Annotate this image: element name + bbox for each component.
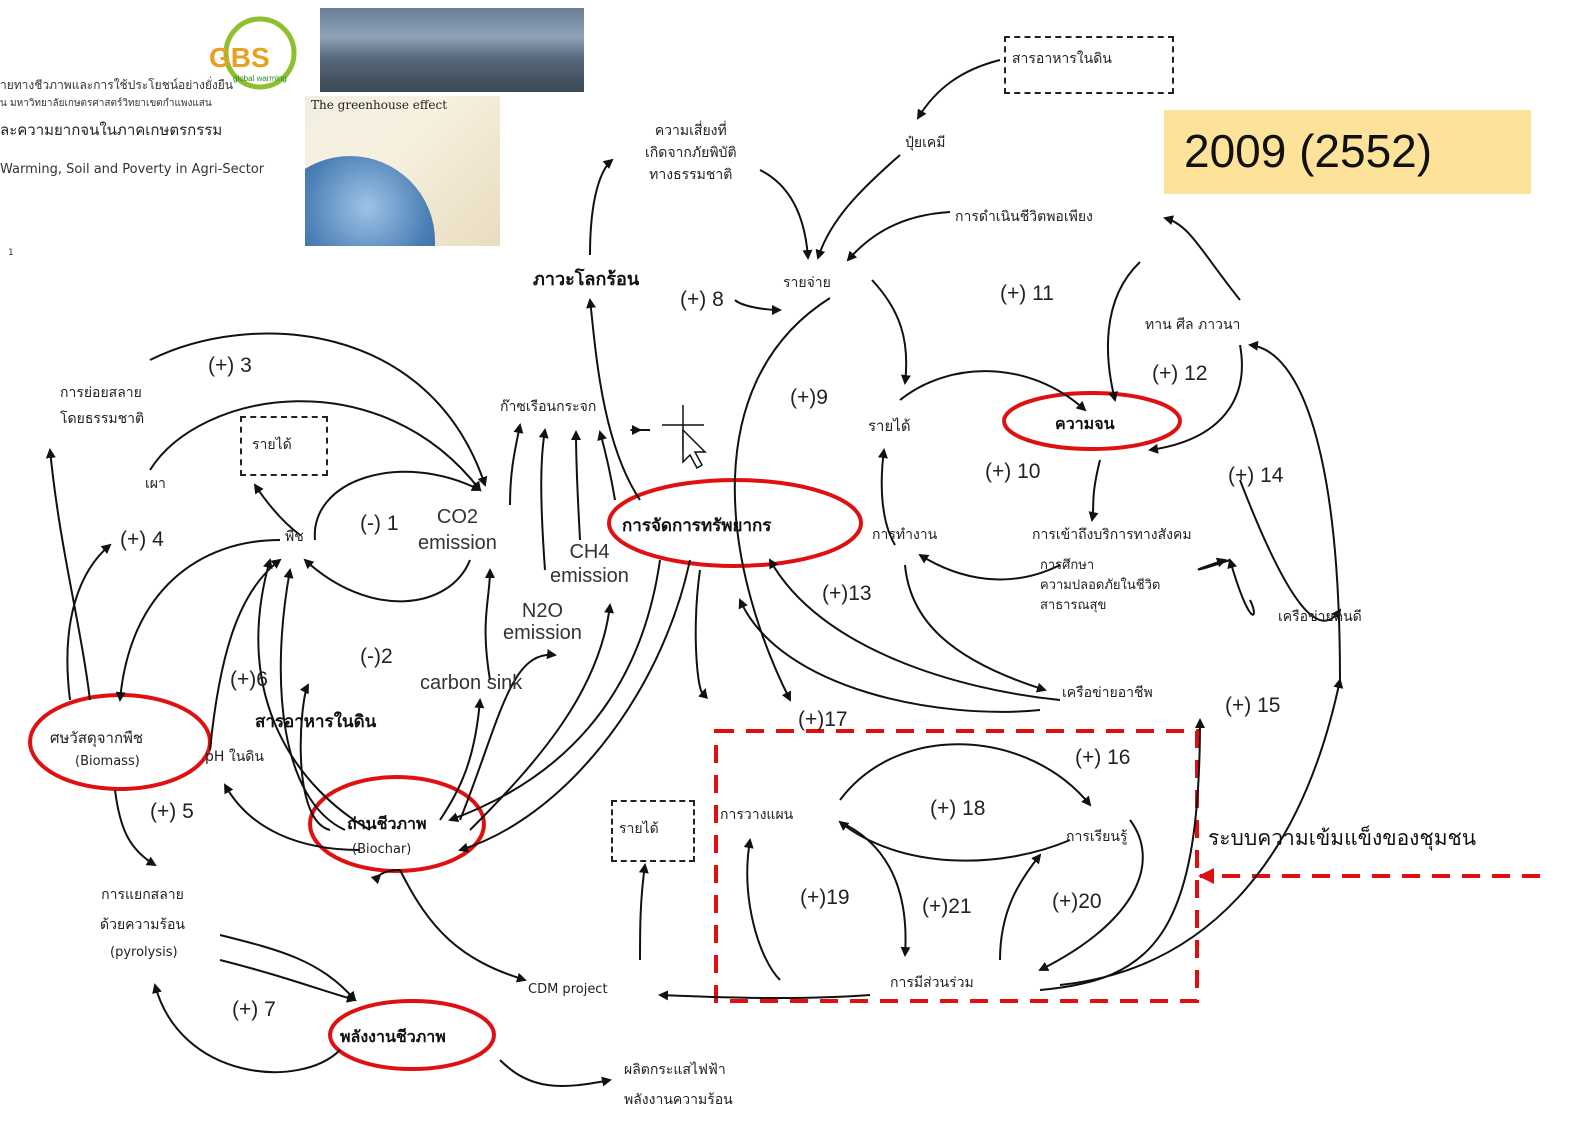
node-soil-nutrient-top: สารอาหารในดิน bbox=[1012, 51, 1112, 67]
node-electricity: ผลิตกระแสไฟฟ้า พลังงานความร้อน bbox=[624, 1062, 733, 1108]
node-ch4-emission: CH4 emission bbox=[550, 541, 629, 587]
move-cursor-icon bbox=[662, 405, 707, 470]
node-resource-management: การจัดการทรัพยากร bbox=[622, 516, 772, 536]
node-expense: รายจ่าย bbox=[783, 275, 831, 291]
income-box-mid bbox=[611, 800, 695, 862]
loop-label-9: (+)9 bbox=[790, 386, 828, 409]
node-working: การทำงาน bbox=[872, 527, 938, 543]
loop-label-21: (+)21 bbox=[922, 895, 972, 918]
community-dashed-box bbox=[714, 729, 1199, 1003]
loop-label-6: (+)6 bbox=[230, 668, 268, 691]
node-global-warming: ภาวะโลกร้อน bbox=[533, 269, 640, 290]
node-participation: การมีส่วนร่วม bbox=[890, 975, 974, 991]
greenhouse-photo-title: The greenhouse effect bbox=[311, 98, 448, 112]
node-soil-ph: pH ในดิน bbox=[205, 749, 264, 765]
header-line1: ายทางชีวภาพและการใช้ประโยชน์อย่างยั่งยืน bbox=[0, 78, 233, 92]
logo-subtext: global warming bbox=[233, 74, 287, 83]
node-career-network: เครือข่ายอาชีพ bbox=[1062, 685, 1153, 701]
node-n2o-emission: N2O emission bbox=[503, 600, 582, 644]
node-natural-disaster-risk: ความเสี่ยงที่ เกิดจากภัยพิบัติ ทางธรรมชา… bbox=[645, 123, 737, 183]
node-soil-nutrient: สารอาหารในดิน bbox=[255, 712, 377, 732]
node-income-main: รายได้ bbox=[868, 417, 911, 435]
node-bioenergy: พลังงานชีวภาพ bbox=[340, 1027, 446, 1046]
node-chemical-fertilizer: ปุ๋ยเคมี bbox=[905, 135, 946, 151]
node-social-services: การเข้าถึงบริการทางสังคม bbox=[1032, 527, 1192, 543]
node-natural-decomposition: การย่อยสลาย โดยธรรมชาติ bbox=[60, 385, 145, 427]
loop-label-12: (+) 12 bbox=[1152, 362, 1208, 385]
node-cdm-project: CDM project bbox=[528, 982, 608, 997]
node-biochar-en: (Biochar) bbox=[352, 842, 412, 857]
loop-label-10: (+) 10 bbox=[985, 460, 1041, 483]
logo-text: GBS bbox=[209, 42, 270, 73]
soil-nutrient-top-box bbox=[1004, 36, 1174, 94]
node-merit: ทาน ศีล ภาวนา bbox=[1145, 317, 1241, 333]
node-biochar: ถ่านชีวภาพ bbox=[347, 814, 427, 833]
year-box: 2009 (2552) bbox=[1164, 110, 1531, 194]
loop-label-11: (+) 11 bbox=[1000, 282, 1054, 305]
node-plant: พืช bbox=[285, 529, 304, 545]
node-social-services-sub: การศึกษา ความปลอดภัยในชีวิต สาธารณสุข bbox=[1040, 558, 1161, 613]
loop-label-16: (+) 16 bbox=[1075, 746, 1131, 769]
node-carbon-sink: carbon sink bbox=[420, 672, 523, 694]
loop-label-17: (+)17 bbox=[798, 708, 848, 731]
node-poverty: ความจน bbox=[1055, 414, 1115, 433]
node-co2-emission: CO2 emission bbox=[418, 506, 497, 554]
node-planning: การวางแผน bbox=[720, 807, 794, 823]
poverty-ellipse bbox=[1002, 391, 1182, 451]
community-pointer-head bbox=[1198, 868, 1214, 884]
header-line2: น มหาวิทยาลัยเกษตรศาสตร์วิทยาเขตกำแพงแสน bbox=[0, 98, 212, 109]
gbs-logo: GBS global warming bbox=[205, 15, 297, 95]
node-greenhouse-gas: ก๊าซเรือนกระจก bbox=[500, 399, 597, 415]
loop-label-7: (+) 7 bbox=[232, 998, 276, 1021]
bioenergy-ellipse bbox=[328, 999, 496, 1071]
node-sufficiency-living: การดำเนินชีวิตพอเพียง bbox=[955, 209, 1093, 225]
flood-photo bbox=[320, 8, 584, 92]
node-biomass-en: (Biomass) bbox=[75, 754, 140, 769]
loop-label-15: (+) 15 bbox=[1225, 694, 1281, 717]
header-line3: ละความยากจนในภาคเกษตรกรรม bbox=[0, 121, 223, 139]
loop-label-4: (+) 4 bbox=[120, 528, 164, 551]
loop-label-13: (+)13 bbox=[822, 582, 872, 605]
node-learning: การเรียนรู้ bbox=[1066, 829, 1128, 845]
node-income-box-mid: รายได้ bbox=[619, 821, 659, 837]
loop-label-2: (-)2 bbox=[360, 645, 393, 668]
community-strength-label: ระบบความเข้มแข็งของชุมชน bbox=[1208, 826, 1477, 850]
node-burning: เผา bbox=[145, 476, 166, 492]
loop-label-18: (+) 18 bbox=[930, 797, 986, 820]
node-pyrolysis-en: (pyrolysis) bbox=[110, 945, 178, 960]
year-label: 2009 (2552) bbox=[1184, 125, 1433, 177]
loop-label-1: (-) 1 bbox=[360, 512, 399, 535]
node-network: เครือข่ายคนดี bbox=[1278, 609, 1362, 625]
loop-label-19: (+)19 bbox=[800, 886, 850, 909]
header-line4: Warming, Soil and Poverty in Agri-Sector bbox=[0, 162, 265, 177]
node-pyrolysis-th: การแยกสลาย ด้วยความร้อน bbox=[100, 887, 185, 933]
loop-label-8: (+) 8 bbox=[680, 288, 724, 311]
greenhouse-effect-photo: The greenhouse effect bbox=[305, 96, 500, 246]
page-mark: 1 bbox=[8, 248, 14, 258]
loop-label-20: (+)20 bbox=[1052, 890, 1102, 913]
node-biomass: ศษวัสดุจากพืช bbox=[50, 729, 144, 747]
loop-label-14: (+) 14 bbox=[1228, 464, 1284, 487]
income-box-left bbox=[240, 416, 328, 476]
loop-label-3: (+) 3 bbox=[208, 354, 252, 377]
node-income-box-left: รายได้ bbox=[252, 437, 292, 453]
loop-label-5: (+) 5 bbox=[150, 800, 194, 823]
